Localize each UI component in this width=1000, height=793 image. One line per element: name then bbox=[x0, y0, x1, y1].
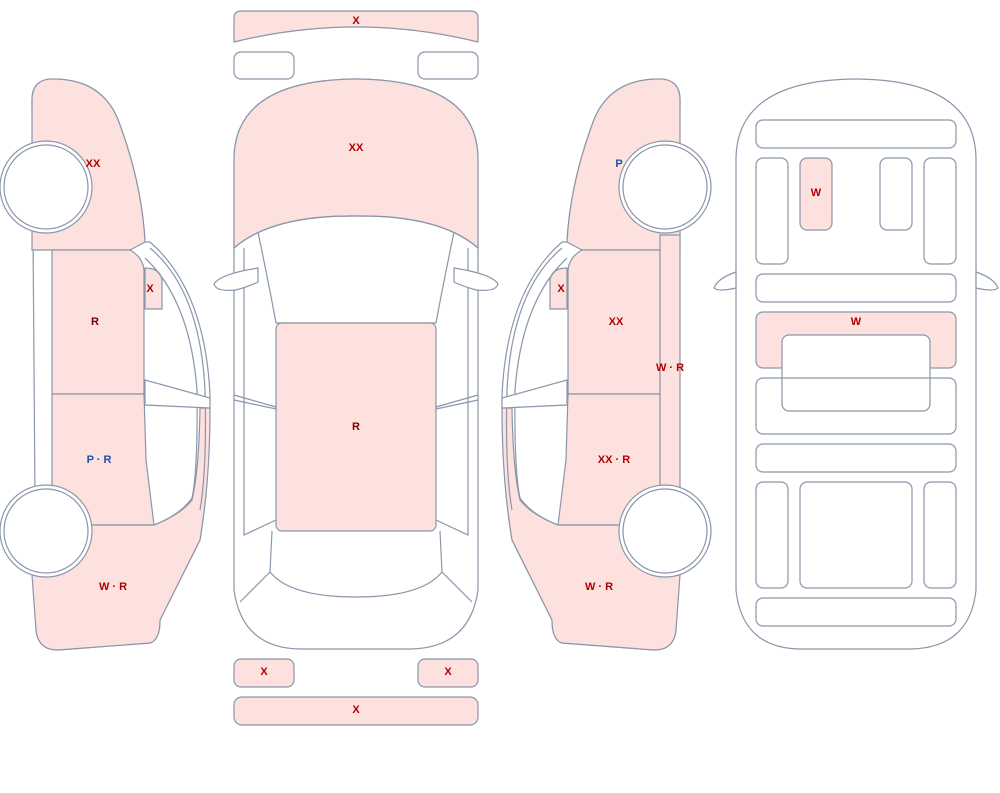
top-roof[interactable] bbox=[275, 322, 437, 532]
label-right-rear-door: XX · R bbox=[598, 454, 630, 466]
damage-labels: X XX R X X X XX X R P · R W · R P X XX W… bbox=[86, 15, 862, 716]
interior-front-right-seat[interactable] bbox=[879, 157, 913, 231]
top-left-mirror[interactable] bbox=[213, 267, 259, 291]
label-top-rear-bumper: X bbox=[352, 704, 360, 716]
right-window-frame bbox=[514, 257, 568, 526]
left-front-wheel-inner bbox=[3, 144, 89, 230]
top-right-mirror[interactable] bbox=[453, 267, 499, 291]
label-top-hood: XX bbox=[349, 142, 364, 154]
label-left-front-door: R bbox=[91, 316, 99, 328]
top-front-light-left[interactable] bbox=[233, 51, 295, 80]
top-windshield bbox=[233, 215, 479, 249]
label-interior-console: W bbox=[851, 316, 862, 328]
label-left-rear-door: P · R bbox=[87, 454, 112, 466]
label-left-mirror: X bbox=[146, 283, 154, 295]
top-trunk-line-left bbox=[239, 571, 271, 603]
label-right-mirror: X bbox=[557, 283, 565, 295]
label-right-front-door: XX bbox=[609, 316, 624, 328]
label-top-roof: R bbox=[352, 421, 360, 433]
right-rear-wheel-inner bbox=[622, 488, 708, 574]
left-rear-wheel-inner bbox=[3, 488, 89, 574]
right-window-frame-inner bbox=[505, 247, 563, 511]
label-top-front-bumper: X bbox=[352, 15, 360, 27]
top-rear-window bbox=[269, 530, 443, 598]
interior-front-row[interactable] bbox=[755, 273, 957, 303]
right-front-wheel bbox=[618, 140, 712, 234]
left-window-frame-inner bbox=[149, 247, 207, 511]
interior-front-right-door-panel[interactable] bbox=[923, 157, 957, 265]
interior-seat[interactable] bbox=[799, 157, 833, 231]
top-left-pillar bbox=[233, 394, 277, 410]
top-front-bumper[interactable] bbox=[233, 10, 479, 43]
interior-view bbox=[713, 78, 999, 650]
label-left-rear-quarter: W · R bbox=[99, 581, 127, 593]
interior-left-mirror bbox=[713, 271, 737, 291]
top-left-rail bbox=[243, 248, 277, 536]
right-front-door[interactable] bbox=[567, 249, 661, 395]
top-rear-light-right[interactable] bbox=[417, 658, 479, 688]
label-left-front-fender: XX bbox=[86, 158, 101, 170]
top-trunk-line-right bbox=[441, 571, 473, 603]
top-rear-light-left[interactable] bbox=[233, 658, 295, 688]
top-right-rail bbox=[435, 248, 469, 536]
label-right-pillar: W · R bbox=[656, 362, 684, 374]
interior-front-left-door-panel[interactable] bbox=[755, 157, 789, 265]
label-top-rear-light-left: X bbox=[260, 666, 268, 678]
left-window-frame bbox=[144, 257, 198, 526]
interior-rear-row[interactable] bbox=[755, 443, 957, 473]
left-rear-wheel bbox=[0, 484, 93, 578]
label-right-front-fender: P bbox=[615, 158, 622, 170]
interior-dashboard[interactable] bbox=[755, 119, 957, 149]
left-front-wheel bbox=[0, 140, 93, 234]
right-pillar bbox=[501, 379, 568, 409]
right-front-wheel-inner bbox=[622, 144, 708, 230]
right-rear-wheel bbox=[618, 484, 712, 578]
interior-middle-panel[interactable] bbox=[755, 377, 957, 435]
interior-right-mirror bbox=[975, 271, 999, 291]
interior-rear-right-door-panel[interactable] bbox=[923, 481, 957, 589]
label-right-rear-quarter: W · R bbox=[585, 581, 613, 593]
top-view bbox=[213, 10, 499, 726]
interior-trunk[interactable] bbox=[755, 597, 957, 627]
label-top-rear-light-right: X bbox=[444, 666, 452, 678]
interior-rear-bench[interactable] bbox=[799, 481, 913, 589]
interior-rear-left-door-panel[interactable] bbox=[755, 481, 789, 589]
left-front-door[interactable] bbox=[51, 249, 145, 395]
right-side-view bbox=[501, 78, 712, 651]
top-rear-bumper[interactable] bbox=[233, 696, 479, 726]
interior-center-box[interactable] bbox=[781, 334, 931, 412]
label-interior-seat: W bbox=[811, 187, 822, 199]
top-right-pillar bbox=[435, 394, 479, 410]
left-pillar bbox=[144, 379, 211, 409]
top-front-light-right[interactable] bbox=[417, 51, 479, 80]
left-side-view bbox=[0, 78, 211, 651]
